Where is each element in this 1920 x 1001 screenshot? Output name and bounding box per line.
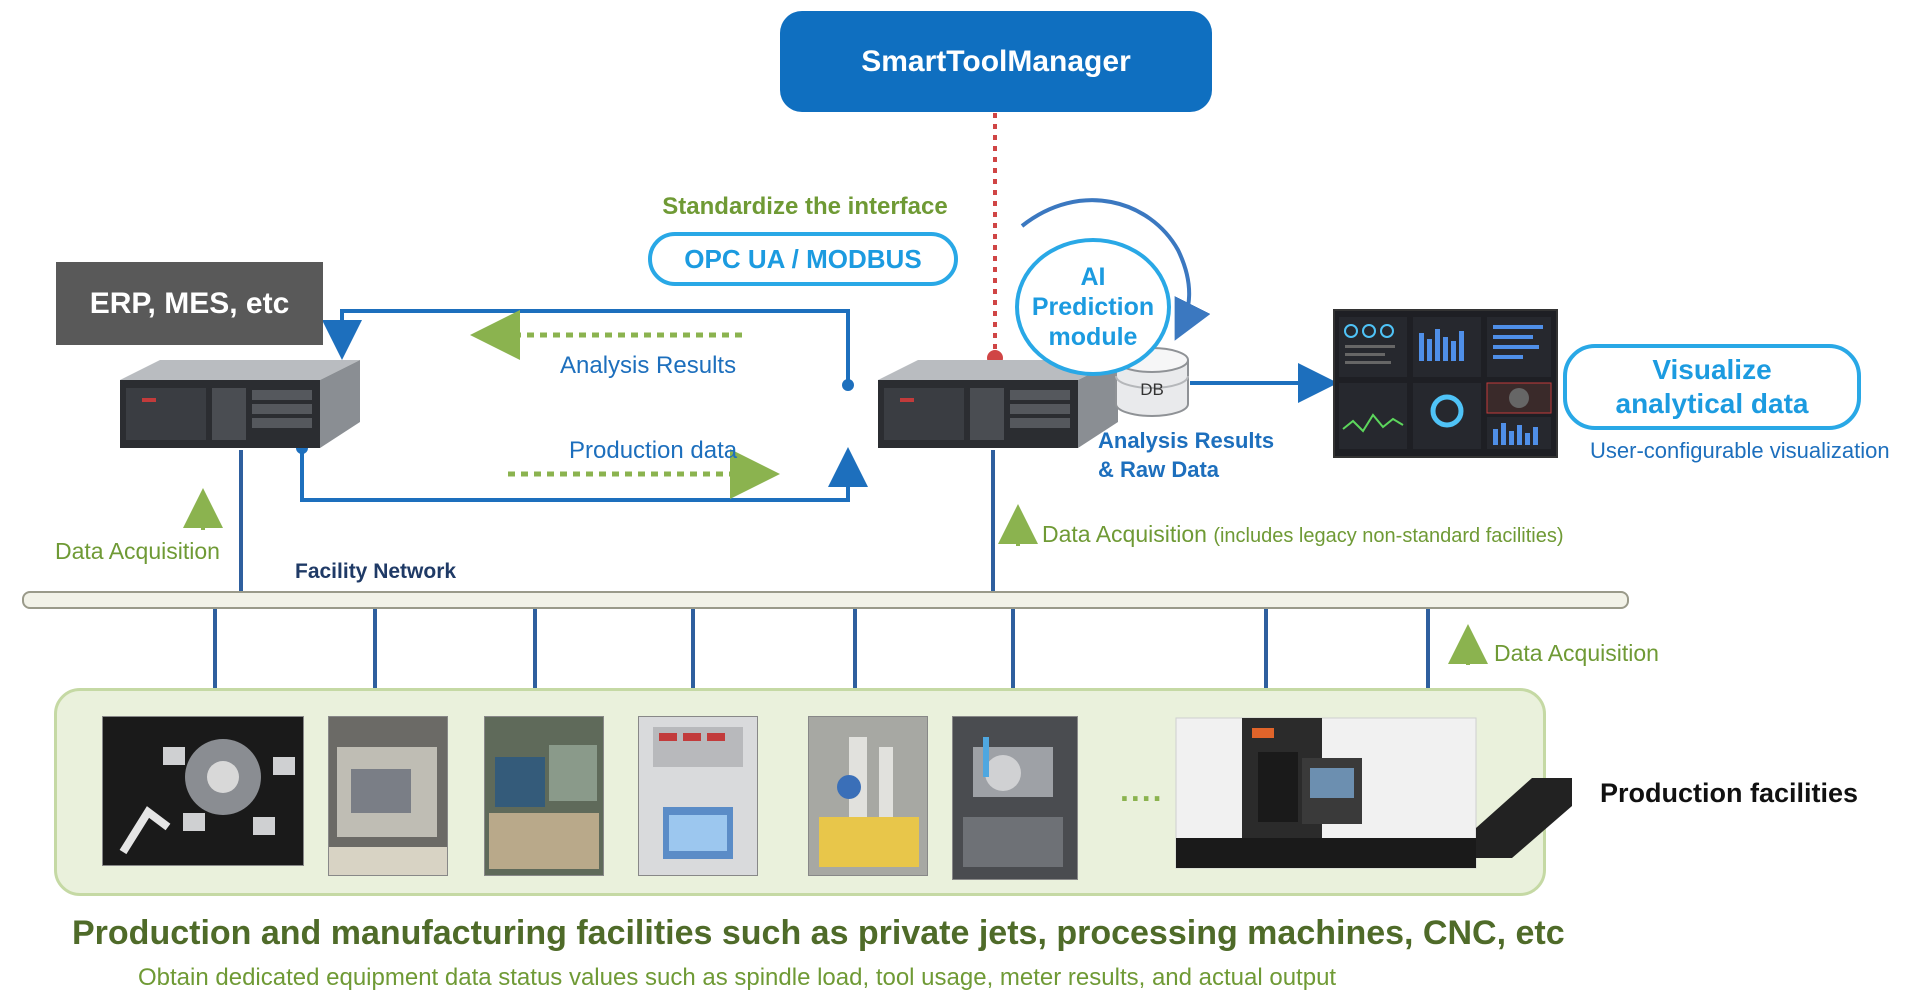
analysis-results-path bbox=[322, 309, 850, 385]
cnc-machine-illustration bbox=[1175, 717, 1572, 869]
production-facilities-label: Production facilities bbox=[1600, 778, 1859, 808]
more-facilities-ellipsis: .... bbox=[1120, 772, 1164, 808]
processing-machine-photo-2 bbox=[484, 716, 604, 876]
ai-prediction-module[interactable]: AI Prediction module bbox=[1015, 238, 1171, 376]
assembly-machine-photo bbox=[808, 716, 928, 876]
visualize-line2: analytical data bbox=[1615, 388, 1809, 419]
opc-modbus-pill: OPC UA / MODBUS bbox=[648, 232, 958, 286]
smarttoolmanager-box[interactable]: SmartToolManager bbox=[780, 11, 1212, 112]
facility-network-bus bbox=[22, 591, 1629, 609]
dashboard-graphic bbox=[1339, 317, 1552, 449]
ai-line2: Prediction bbox=[1031, 293, 1155, 321]
erp-box: ERP, MES, etc bbox=[56, 262, 323, 345]
ai-cycle-arrow bbox=[1020, 198, 1211, 341]
visualize-pill: Visualize analytical data bbox=[1563, 344, 1861, 430]
lathe-photo bbox=[952, 716, 1078, 880]
processing-machine-photo-1 bbox=[328, 716, 448, 876]
opc-modbus-label: OPC UA / MODBUS bbox=[684, 243, 922, 274]
ai-line1: AI bbox=[1080, 263, 1106, 291]
data-acquisition-center: Data Acquisition (includes legacy non-st… bbox=[1042, 521, 1564, 548]
smarttoolmanager-title: SmartToolManager bbox=[861, 44, 1131, 78]
db-caption: Analysis Results & Raw Data bbox=[1098, 426, 1274, 484]
erp-server-icon bbox=[120, 360, 360, 448]
facility-network-label: Facility Network bbox=[295, 560, 457, 583]
production-data-path bbox=[300, 447, 868, 502]
analysis-results-label: Analysis Results bbox=[560, 352, 737, 379]
ai-line3: module bbox=[1048, 323, 1138, 351]
visualize-line1: Visualize bbox=[1652, 354, 1772, 385]
facilities-headline: Production and manufacturing facilities … bbox=[72, 914, 1565, 952]
facilities-subline: Obtain dedicated equipment data status v… bbox=[138, 964, 1337, 991]
dashboard-thumbnail[interactable] bbox=[1333, 309, 1558, 458]
robotic-arm-photo bbox=[102, 716, 304, 866]
db-caption-line1: Analysis Results bbox=[1098, 428, 1275, 453]
data-acquisition-right: Data Acquisition bbox=[1494, 640, 1659, 666]
db-caption-line2: & Raw Data bbox=[1098, 457, 1220, 482]
data-acquisition-center-note: (includes legacy non-standard facilities… bbox=[1213, 525, 1564, 547]
visualize-caption: User-configurable visualization bbox=[1590, 438, 1890, 463]
data-acquisition-left: Data Acquisition bbox=[55, 538, 220, 564]
data-acquisition-center-label: Data Acquisition bbox=[1042, 521, 1207, 547]
db-label: DB bbox=[1140, 380, 1164, 399]
prediction-server-icon bbox=[878, 360, 1118, 448]
standardize-caption: Standardize the interface bbox=[662, 193, 948, 220]
control-panel-photo bbox=[638, 716, 758, 876]
erp-label: ERP, MES, etc bbox=[89, 286, 290, 320]
production-data-label: Production data bbox=[569, 437, 738, 464]
